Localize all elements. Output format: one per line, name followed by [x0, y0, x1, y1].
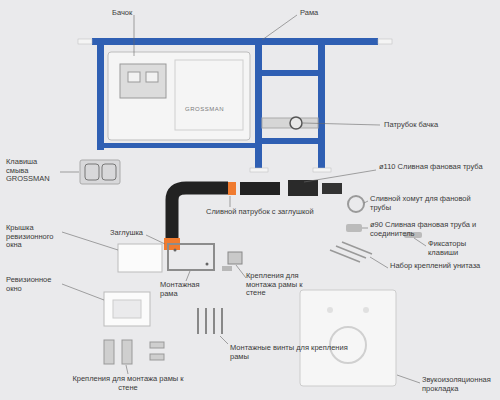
frame-left-leg — [97, 38, 104, 150]
frame-foot — [313, 168, 331, 172]
part-label: Заглушка — [110, 229, 150, 238]
wall-bracket — [228, 252, 242, 264]
frame-bottom-bar — [104, 143, 255, 148]
revision-lid — [118, 244, 162, 272]
frame-stub — [378, 39, 392, 44]
wall-bracket — [122, 340, 132, 364]
pad-hole — [327, 307, 333, 313]
leader — [230, 196, 231, 207]
cistern-outlet — [290, 117, 302, 129]
leader — [364, 201, 368, 203]
mounting-frame — [168, 244, 214, 270]
frame-leg — [255, 38, 262, 170]
frame-crossbar — [262, 70, 318, 76]
screw-hole — [174, 249, 177, 252]
leader — [262, 15, 297, 40]
orange-ring — [228, 182, 236, 195]
screw — [205, 308, 207, 334]
leader — [60, 172, 79, 173]
drain-pipe-110 — [288, 180, 318, 196]
wall-bracket — [150, 342, 164, 348]
part-label: Рама — [300, 9, 340, 18]
connector — [322, 183, 342, 194]
part-label: Крепления для монтажа рамы к стене — [66, 375, 190, 392]
leader — [236, 265, 246, 278]
part-label: Ревизионное окно — [6, 276, 62, 293]
cistern — [108, 52, 250, 140]
part-label: ø110 Сливная фановая труба — [379, 163, 487, 172]
screw — [213, 308, 215, 334]
leader — [186, 271, 190, 281]
wall-bracket — [222, 266, 232, 271]
flush-key — [102, 164, 116, 180]
part-label: Сливной хомут для фановой трубы — [370, 195, 478, 212]
leader — [220, 336, 228, 344]
leader — [362, 228, 368, 229]
mounting-screws — [198, 308, 222, 334]
leader — [146, 235, 165, 244]
leader — [370, 257, 388, 268]
frame-leg — [318, 38, 325, 170]
leader — [414, 238, 426, 246]
part-label: Монтажная рама — [160, 281, 216, 298]
installation-frame — [92, 38, 378, 170]
wall-bracket — [150, 354, 164, 360]
part-label: ø90 Сливная фановая труба и соединитель — [370, 221, 488, 238]
leader — [126, 365, 128, 374]
wall-bracket — [104, 340, 114, 364]
part-label: Набор креплений унитаза — [390, 262, 494, 271]
screw — [197, 308, 199, 334]
leader — [62, 232, 118, 250]
bowl-fixing-set — [330, 242, 372, 262]
leader — [304, 170, 376, 182]
frame-top-bar — [92, 38, 378, 45]
bolt — [330, 250, 360, 262]
cistern-detail — [146, 72, 158, 82]
revision-opening — [113, 300, 141, 318]
cistern-detail — [128, 72, 140, 82]
screw — [221, 308, 223, 334]
part-label: Фиксаторы клавиши — [428, 240, 494, 257]
flush-plate — [80, 160, 120, 184]
part-label: Сливной патрубок с заглушкой — [206, 208, 326, 217]
brand-mark: GROSSMAN — [185, 106, 235, 113]
leader — [303, 123, 380, 125]
part-label: Крепления для монтажа рамы к стене — [246, 272, 322, 298]
cistern-panel — [175, 60, 243, 130]
cistern-opening — [120, 64, 166, 98]
part-label: Бачок — [112, 9, 162, 18]
drain-pipe — [240, 182, 280, 195]
frame-stub — [78, 39, 92, 44]
flush-key — [85, 164, 99, 180]
part-label: Патрубок бачка — [384, 121, 474, 130]
bolt — [336, 246, 366, 258]
part-label: Монтажные винты для крепления рамы — [230, 344, 350, 361]
frame-foot — [250, 168, 268, 172]
leader — [397, 375, 420, 383]
revision-window — [104, 292, 150, 326]
part-label: Крышка ревизионного окна — [6, 224, 62, 250]
leader — [62, 284, 104, 300]
screw-hole — [206, 263, 209, 266]
sound-pad — [300, 290, 396, 386]
frame-crossbar — [262, 138, 318, 144]
bolt — [342, 242, 372, 254]
leader — [134, 15, 135, 56]
pipe-clamp — [348, 196, 364, 212]
button-fixator — [346, 224, 362, 232]
part-label: Клавиша смыва GROSSMAN — [6, 158, 58, 184]
part-label: Звукоизоляционная прокладка — [422, 376, 496, 393]
pad-hole — [363, 307, 369, 313]
